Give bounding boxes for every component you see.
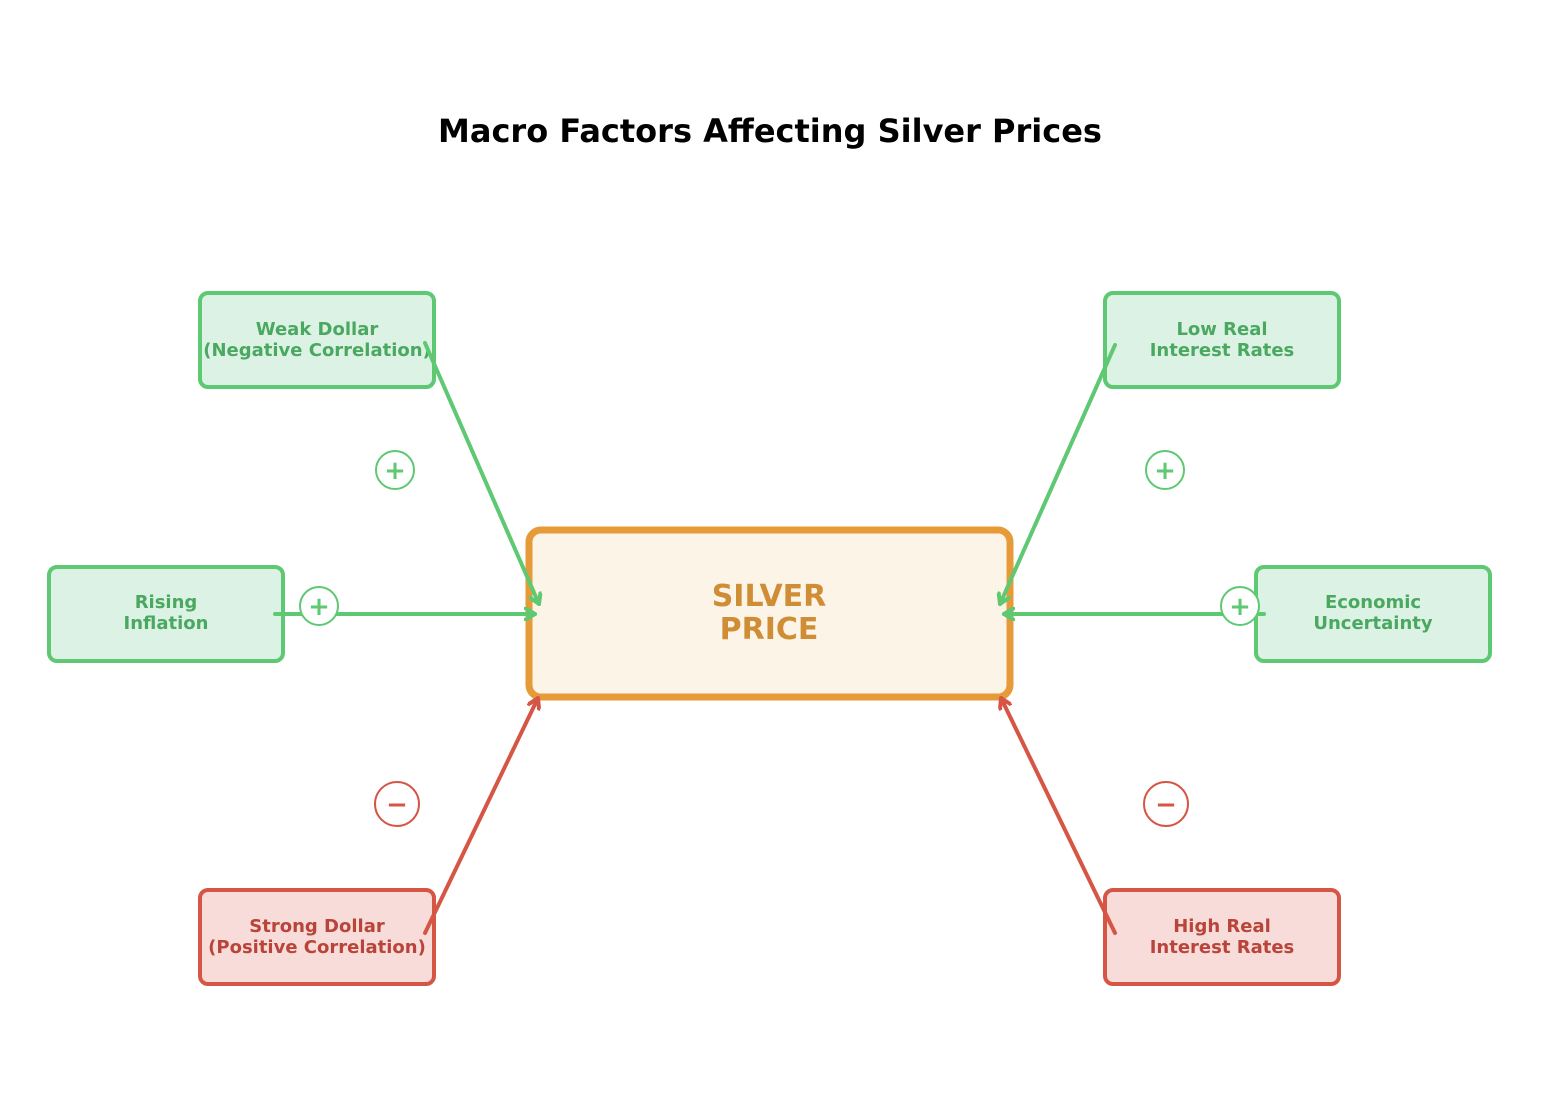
factor-weak-dollar: Weak Dollar (Negative Correlation) + xyxy=(198,291,539,606)
factor-label-line1: Economic xyxy=(1325,592,1421,613)
factor-rising-inflation: Rising Inflation + xyxy=(47,565,537,663)
arrow-strong-dollar xyxy=(423,696,538,935)
plus-icon xyxy=(299,586,339,626)
factor-label-line2: Interest Rates xyxy=(1150,937,1295,958)
sign-label: + xyxy=(1154,456,1176,486)
sign-label: + xyxy=(384,456,406,486)
factor-label-line2: Interest Rates xyxy=(1150,340,1295,361)
plus-icon xyxy=(1145,450,1185,490)
factor-low-real-rates: Low Real Interest Rates + xyxy=(1000,291,1341,606)
arrow-high-real-rates xyxy=(1001,696,1117,935)
minus-icon xyxy=(1143,781,1189,827)
sign-label: + xyxy=(1229,592,1251,622)
factor-label-line1: Low Real xyxy=(1176,319,1267,340)
factor-strong-dollar: Strong Dollar (Positive Correlation) − xyxy=(198,696,538,986)
factor-economic-uncertainty: Economic Uncertainty + xyxy=(1002,565,1492,663)
silver-price-label-line2: PRICE xyxy=(720,612,819,647)
silver-price-label-line1: SILVER xyxy=(712,579,827,614)
factor-label-line2: Uncertainty xyxy=(1313,613,1433,634)
factor-box xyxy=(198,291,436,389)
factor-label-line2: (Negative Correlation) xyxy=(203,340,431,361)
factor-box xyxy=(1103,888,1341,986)
silver-price-node: SILVER PRICE xyxy=(525,526,1014,701)
diagram-title: Macro Factors Affecting Silver Prices xyxy=(438,112,1102,150)
factor-label-line1: High Real xyxy=(1173,916,1271,937)
factor-box xyxy=(1103,291,1341,389)
factor-label-line1: Weak Dollar xyxy=(256,319,379,340)
minus-icon xyxy=(374,781,420,827)
sign-label: + xyxy=(308,592,330,622)
plus-icon xyxy=(1220,586,1260,626)
factor-label-line2: Inflation xyxy=(124,613,209,634)
factor-label-line1: Rising xyxy=(135,592,198,613)
sign-label: − xyxy=(1155,790,1177,820)
arrow-low-real-rates xyxy=(1000,343,1117,606)
arrow-weak-dollar xyxy=(423,341,539,606)
sign-label: − xyxy=(386,790,408,820)
factor-label-line2: (Positive Correlation) xyxy=(208,937,426,958)
plus-icon xyxy=(375,450,415,490)
factor-label-line1: Strong Dollar xyxy=(249,916,385,937)
factor-box xyxy=(198,888,436,986)
factor-high-real-rates: High Real Interest Rates − xyxy=(1001,696,1341,986)
